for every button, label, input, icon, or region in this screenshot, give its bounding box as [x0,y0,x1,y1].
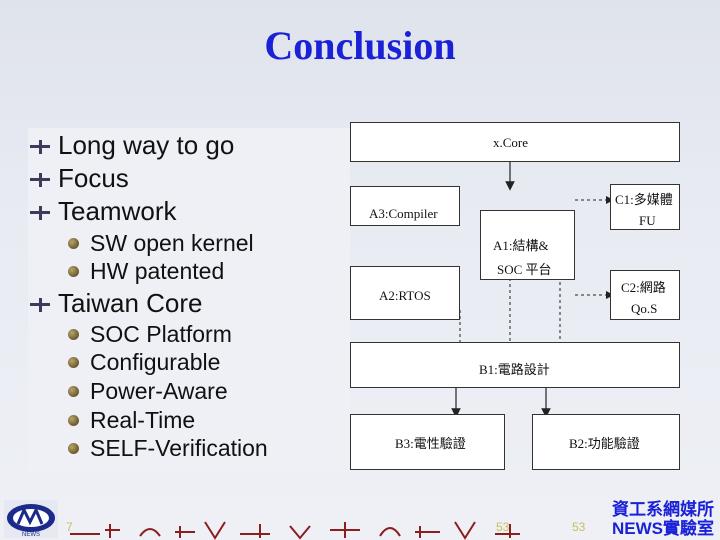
brand-line1: 資工系網媒所 [612,500,714,519]
a3-label: A3:Compiler [369,206,438,221]
footer-decoration [70,521,520,540]
b1-box: B1:電路設計 [350,342,680,388]
sub-bullet-hw-patented: HW patented [68,258,224,285]
c2-box: C2:網路 Qo.S [610,270,680,320]
brand-block: 資工系網媒所 NEWS實驗室 [612,500,714,538]
bullet-marker-icon [30,206,50,220]
page-number-mid: 53 [496,520,510,534]
sub-bullet-configurable: Configurable [68,349,220,376]
a1-label-line2: SOC 平台 [497,262,552,277]
bullet-panel: Long way to go Focus Teamwork SW open ke… [28,128,350,472]
bullet-teamwork: Teamwork [30,196,177,227]
bullet-text: Focus [58,163,129,193]
sub-bullet-sw-open-kernel: SW open kernel [68,230,254,257]
bullet-text: Teamwork [58,196,177,226]
c1-box: C1:多媒體 FU [610,184,680,230]
a2-box: A2:RTOS [350,266,460,320]
bullet-marker-icon [30,298,50,312]
a2-label: A2:RTOS [379,288,431,303]
sub-bullet-power-aware: Power-Aware [68,378,228,405]
bullet-marker-icon [30,140,50,154]
a3-box: A3:Compiler [350,186,460,226]
b1-label: B1:電路設計 [479,362,550,377]
bullet-taiwan-core: Taiwan Core [30,288,203,319]
sub-bullet-marker-icon [68,238,79,249]
bullet-focus: Focus [30,163,129,194]
sub-bullet-marker-icon [68,415,79,426]
b2-label: B2:功能驗證 [569,436,640,451]
b3-box: B3:電性驗證 [350,414,505,470]
a1-box: A1:結構& SOC 平台 [480,210,575,280]
slide-title: Conclusion [264,23,456,68]
c2-label-line1: C2:網路 [621,280,666,295]
bullet-long-way: Long way to go [30,130,235,161]
bullet-marker-icon [30,173,50,187]
xcore-label: x.Core [493,135,529,150]
sub-bullet-marker-icon [68,266,79,277]
a1-label-line1: A1:結構& [493,238,549,253]
news-logo-icon: NEWS [4,500,58,538]
sub-bullet-soc-platform: SOC Platform [68,321,232,348]
page-number-right: 53 [572,520,586,534]
page-number-left: 7 [66,520,73,534]
sub-bullet-marker-icon [68,443,79,454]
xcore-box: x.Core [350,122,680,162]
sub-bullet-marker-icon [68,386,79,397]
architecture-diagram: x.Core A3:Compiler A1:結構& SOC 平台 A2:RTOS… [350,120,680,472]
news-logo: NEWS [4,500,58,538]
b2-box: B2:功能驗證 [532,414,680,470]
c1-label-line1: C1:多媒體 [615,192,673,207]
bullet-text: Taiwan Core [58,288,203,318]
bullet-text: Long way to go [58,130,235,160]
sub-bullet-real-time: Real-Time [68,407,195,434]
svg-text:NEWS: NEWS [22,532,40,538]
c2-label-line2: Qo.S [631,301,658,316]
diagram-connectors [451,160,614,418]
brand-line2: NEWS實驗室 [612,519,714,538]
c1-label-line2: FU [639,213,656,228]
sub-bullet-marker-icon [68,357,79,368]
b3-label: B3:電性驗證 [395,436,466,451]
sub-bullet-self-verification: SELF-Verification [68,435,268,462]
sub-bullet-marker-icon [68,329,79,340]
